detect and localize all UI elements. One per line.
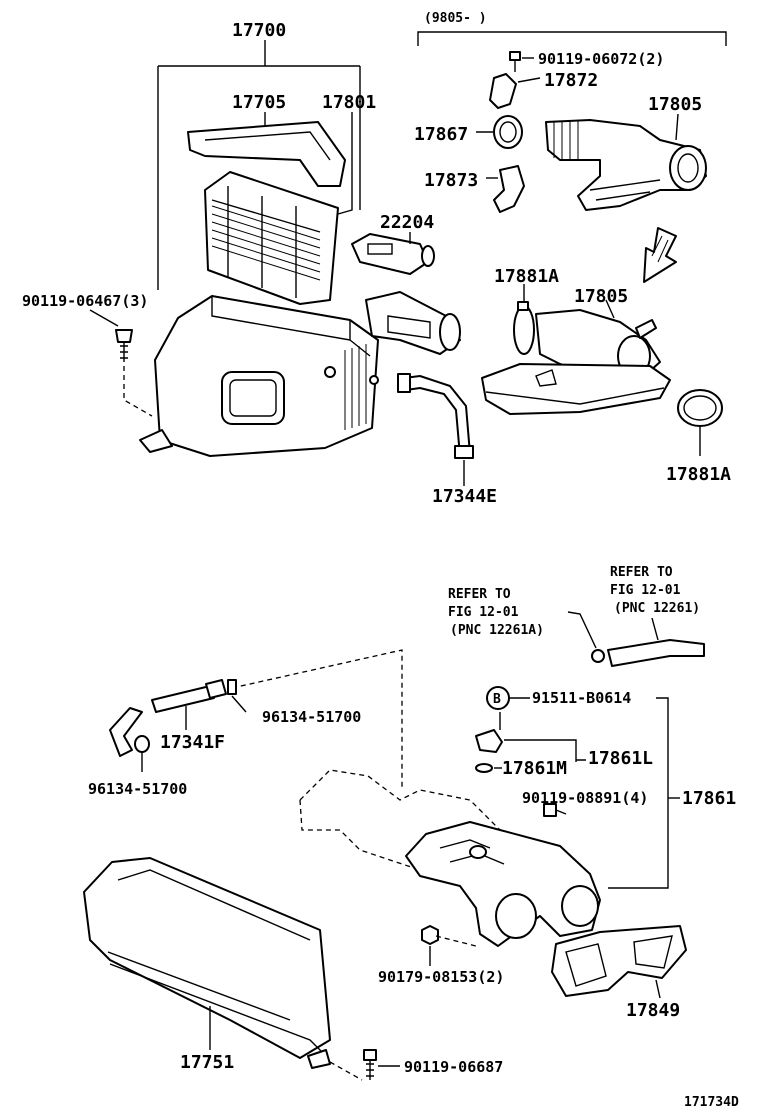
label-17867: 17867 (414, 124, 468, 145)
label-96134-51700-a: 96134-51700 (262, 708, 361, 726)
label-refer1-line3: (PNC 12261A) (450, 623, 544, 638)
resonator-base (481, 363, 671, 415)
label-17849: 17849 (626, 1000, 680, 1021)
label-17861: 17861 (682, 788, 736, 809)
filter-element-17801 (204, 171, 339, 305)
case-window (221, 371, 285, 425)
label-96134-51700-b: 96134-51700 (88, 780, 187, 798)
label-91511-b0614: 91511-B0614 (532, 689, 631, 707)
clip-17873 (493, 165, 525, 213)
clamp-17881a-left (513, 305, 535, 355)
label-9805: (9805- ) (424, 11, 487, 26)
air-duct-cover-17751 (83, 857, 331, 1059)
manifold-group (83, 611, 705, 1081)
part-17861l (475, 729, 503, 753)
label-17805-upper: 17805 (648, 94, 702, 115)
clamp-17872 (489, 73, 517, 109)
label-17344e: 17344E (432, 486, 497, 507)
ring-17867 (493, 115, 523, 149)
marker-b (486, 686, 510, 710)
hose-17344e (403, 375, 471, 457)
label-refer1-line1: REFER TO (448, 587, 511, 602)
direction-arrow (643, 227, 677, 283)
label-17705: 17705 (232, 92, 286, 113)
intake-manifold-17861 (405, 821, 601, 947)
label-marker-b: B (493, 692, 501, 707)
labels-layer: 17700 17705 17801 (9805- ) 90119-06072(2… (22, 11, 739, 1110)
label-17341f: 17341F (160, 732, 225, 753)
label-17872: 17872 (544, 70, 598, 91)
air-cleaner-group (89, 40, 474, 486)
label-171734d: 171734D (684, 1095, 739, 1110)
label-17805-lower: 17805 (574, 286, 628, 307)
label-17861m: 17861M (502, 758, 567, 779)
label-17873: 17873 (424, 170, 478, 191)
label-90119-06687: 90119-06687 (404, 1058, 503, 1076)
gasket-17849 (551, 925, 687, 997)
label-17861l: 17861L (588, 748, 653, 769)
hose-17341f-lower (109, 707, 143, 757)
label-refer2-line1: REFER TO (610, 565, 673, 580)
label-22204: 22204 (380, 212, 434, 233)
hose-17341f-upper (151, 685, 215, 713)
label-90119-06072: 90119-06072(2) (538, 50, 664, 68)
label-refer2-line3: (PNC 12261) (614, 601, 700, 616)
label-17881a-right: 17881A (666, 464, 731, 485)
intake-duct-group (417, 31, 727, 456)
label-17751: 17751 (180, 1052, 234, 1073)
duct-17805-upper (545, 119, 707, 211)
label-90119-08891: 90119-08891(4) (522, 789, 648, 807)
label-90119-06467: 90119-06467(3) (22, 292, 148, 310)
cover-plate-17705 (187, 121, 346, 187)
label-90179-08153: 90179-08153(2) (378, 968, 504, 986)
label-refer1-line2: FIG 12-01 (448, 605, 519, 620)
label-17801: 17801 (322, 92, 376, 113)
refer-hose (607, 639, 705, 667)
label-17700: 17700 (232, 20, 286, 41)
label-refer2-line2: FIG 12-01 (610, 583, 681, 598)
label-17881a-left: 17881A (494, 266, 559, 287)
